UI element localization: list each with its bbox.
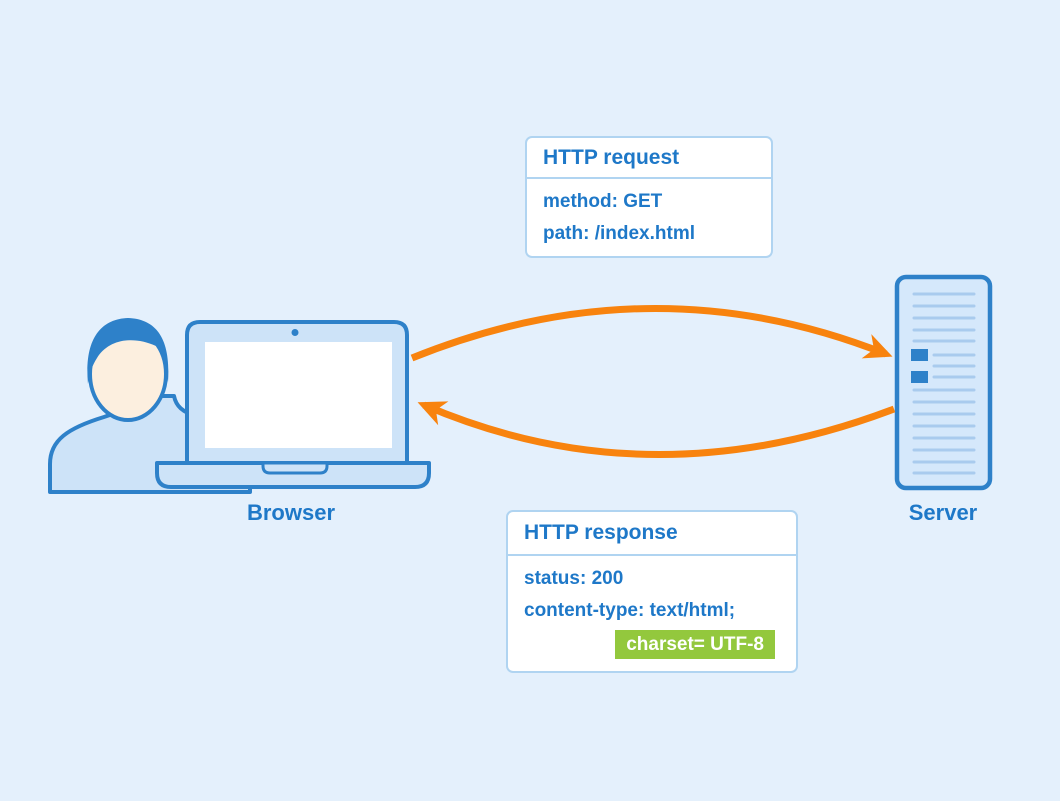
response-arrow-icon	[417, 401, 896, 458]
charset-highlight-badge: charset= UTF-8	[615, 630, 775, 659]
response-status-line: status: 200	[524, 568, 624, 589]
laptop-base	[155, 461, 431, 489]
server-slot-lines	[912, 292, 976, 475]
response-charset-row: charset= UTF-8	[524, 629, 780, 661]
http-request-body: method: GET path: /index.html	[527, 179, 771, 257]
server-label: Server	[908, 500, 978, 525]
laptop-icon	[155, 320, 431, 489]
person-hair	[87, 318, 169, 384]
response-content-type-line: content-type: text/html;	[524, 600, 736, 621]
http-response-box: HTTP response status: 200 content-type: …	[506, 510, 798, 673]
request-path-line: path: /index.html	[543, 223, 695, 244]
http-request-box: HTTP request method: GET path: /index.ht…	[525, 136, 773, 258]
laptop-screen	[205, 342, 392, 448]
laptop-base-notch	[261, 461, 329, 475]
http-request-title: HTTP request	[527, 138, 771, 179]
http-response-body: status: 200 content-type: text/html; cha…	[508, 556, 796, 668]
server-body	[894, 274, 993, 491]
http-response-title: HTTP response	[508, 512, 796, 556]
server-icon	[894, 274, 993, 491]
laptop-camera-dot	[291, 329, 299, 336]
request-arrow-icon	[410, 305, 893, 362]
server-led-square-bottom	[911, 371, 928, 383]
server-led-square-top	[911, 349, 928, 361]
browser-label: Browser	[246, 500, 336, 525]
request-method-line: method: GET	[543, 191, 663, 212]
